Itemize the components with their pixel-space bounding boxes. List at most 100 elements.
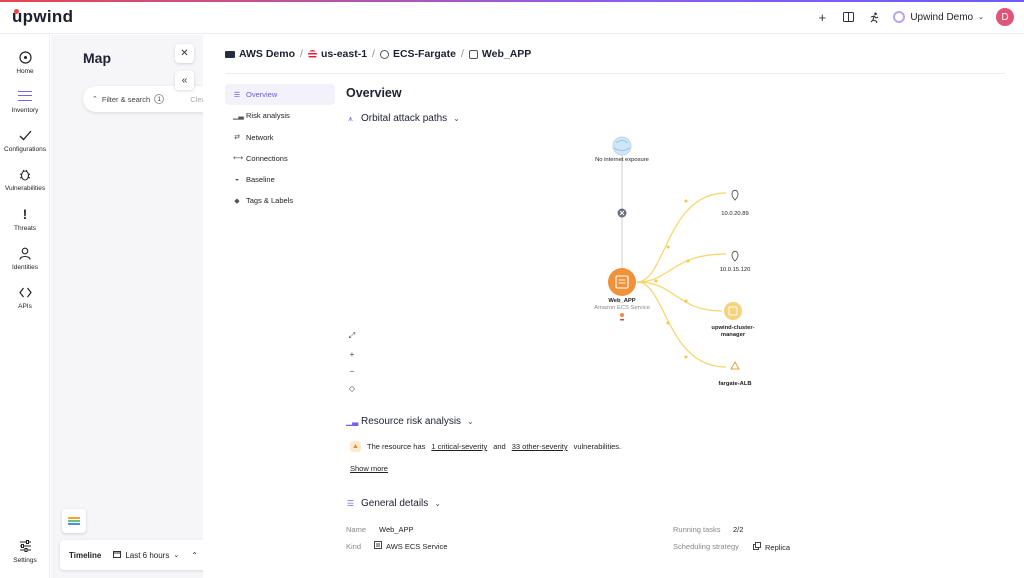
service-icon xyxy=(374,541,382,551)
nav-vulnerabilities-label: Vulnerabilities xyxy=(4,185,46,192)
risk-summary: ▲ The resource has 1 critical-severity a… xyxy=(350,441,621,452)
zoom-out-button[interactable]: − xyxy=(349,366,355,376)
section-navigation: ☰ Overview ▁▃Risk analysis ⇄Network ⟷Conn… xyxy=(225,84,335,212)
org-name: Upwind Demo xyxy=(910,11,974,23)
filter-clear-link[interactable]: Clea xyxy=(190,94,206,104)
general-details-title: General details xyxy=(361,498,429,509)
recenter-icon[interactable]: ◇ xyxy=(348,383,356,393)
book-icon[interactable] xyxy=(841,10,855,24)
subnav-baseline[interactable]: ◒Baseline xyxy=(225,169,335,190)
general-details-toggle[interactable]: ☰ General details ⌄ xyxy=(346,498,441,509)
nav-configurations[interactable]: Configurations xyxy=(0,126,50,153)
list-icon: ☰ xyxy=(233,91,241,99)
map-title: Map xyxy=(83,50,111,66)
list-icon: ☰ xyxy=(346,499,355,508)
other-vulns-link[interactable]: 33 other-severity xyxy=(511,442,568,451)
detail-name-label: Name xyxy=(346,525,367,534)
subnav-network[interactable]: ⇄Network xyxy=(225,127,335,148)
double-chevron-left-icon: « xyxy=(181,75,188,86)
service-icon xyxy=(468,49,478,59)
close-drawer-button[interactable]: ✕ xyxy=(175,44,194,63)
plus-icon[interactable]: + xyxy=(818,9,827,25)
detail-strategy-label: Scheduling strategy xyxy=(673,542,739,551)
logo-dot xyxy=(14,9,19,14)
detail-strategy-text: Replica xyxy=(765,542,791,552)
node-label-cluster-manager-2[interactable]: manager xyxy=(720,332,746,338)
signal-bars-icon: ▁▃ xyxy=(233,112,244,120)
detail-name-text: Web_APP xyxy=(379,525,414,534)
nav-identities[interactable]: Identities xyxy=(0,244,50,271)
filter-search-button[interactable]: ⌃ Filter & search 1 Clea xyxy=(83,86,223,112)
breadcrumb-resource: Web_APP xyxy=(481,48,532,60)
breadcrumb-region[interactable]: us-east-1 xyxy=(320,48,368,60)
runner-icon[interactable] xyxy=(867,10,881,24)
timeline-range-select[interactable]: Last 6 hours ⌄ xyxy=(113,550,179,560)
app-logo[interactable]: upwind xyxy=(12,7,73,27)
breadcrumb-cluster[interactable]: ECS-Fargate xyxy=(392,48,456,60)
subnav-tags-labels[interactable]: ◆Tags & Labels xyxy=(225,190,335,211)
nav-apis-label: APIs xyxy=(18,303,32,310)
layers-button[interactable] xyxy=(62,509,86,533)
nav-inventory[interactable]: Inventory xyxy=(0,87,50,114)
fit-view-icon[interactable]: ⤢ xyxy=(348,331,356,340)
nav-identities-label: Identities xyxy=(11,264,39,271)
user-icon xyxy=(0,244,50,262)
detail-kind-value: AWS ECS Service xyxy=(374,541,447,551)
show-more-link[interactable]: Show more xyxy=(350,464,388,473)
nav-apis[interactable]: APIs xyxy=(0,283,50,310)
graph-canvas xyxy=(608,136,742,370)
risk-and: and xyxy=(493,442,506,451)
node-label-cluster-manager[interactable]: upwind-cluster- xyxy=(711,325,755,331)
nav-settings[interactable]: Settings xyxy=(0,537,50,564)
baseline-icon: ◒ xyxy=(234,176,240,184)
location-pin-icon-2 xyxy=(731,250,739,262)
risk-prefix: The resource has xyxy=(367,442,426,451)
nav-home[interactable]: Home xyxy=(0,48,50,75)
critical-vulns-link[interactable]: 1 critical-severity xyxy=(431,442,488,451)
zoom-in-button[interactable]: + xyxy=(349,349,355,359)
nav-vulnerabilities[interactable]: Vulnerabilities xyxy=(0,165,50,192)
org-icon xyxy=(893,11,906,23)
user-avatar[interactable]: D xyxy=(996,8,1014,26)
cluster-manager-node-icon xyxy=(724,302,742,320)
attack-edge-3 xyxy=(636,281,723,312)
attack-paths-section-toggle[interactable]: ⩚ Orbital attack paths ⌄ xyxy=(346,113,460,124)
chevron-up-icon: ⌃ xyxy=(92,96,98,103)
replica-icon xyxy=(753,542,761,552)
nav-configurations-label: Configurations xyxy=(4,146,46,153)
subnav-risk-label: Risk analysis xyxy=(246,111,290,121)
breadcrumb-separator: / xyxy=(372,48,375,60)
location-pin-icon-1 xyxy=(731,189,739,201)
attack-path-icon: ⩚ xyxy=(348,113,353,123)
subnav-overview[interactable]: ☰ Overview xyxy=(225,84,335,105)
timeline-bar: Timeline Last 6 hours ⌄ ⌃ xyxy=(60,540,220,570)
risk-suffix: vulnerabilities. xyxy=(573,442,622,451)
breadcrumb-account[interactable]: AWS Demo xyxy=(239,48,296,60)
nav-threats[interactable]: ! Threats xyxy=(0,205,50,232)
filter-label: Filter & search xyxy=(101,94,151,104)
double-chevron-up-icon[interactable]: ⌃ xyxy=(191,550,198,560)
globe-icon xyxy=(612,136,632,156)
overview-heading: Overview xyxy=(346,86,402,100)
subnav-risk-analysis[interactable]: ▁▃Risk analysis xyxy=(225,105,335,126)
node-label-web-app[interactable]: Web_APP xyxy=(608,298,636,304)
overview-content: Overview ⩚ Orbital attack paths ⌄ xyxy=(346,35,1006,578)
bug-icon xyxy=(0,165,50,183)
attack-edge-1 xyxy=(636,192,727,283)
us-flag-icon xyxy=(307,49,317,59)
map-panel: Map ⌃ Filter & search 1 Clea ✕ « Timelin… xyxy=(51,35,223,578)
subnav-connections[interactable]: ⟷Connections xyxy=(225,148,335,169)
node-label-ip-1[interactable]: 10.0.20.89 xyxy=(721,211,749,217)
breadcrumb-separator: / xyxy=(300,48,303,60)
breadcrumb-separator: / xyxy=(460,48,464,60)
top-actions: + Upwind Demo ⌄ D xyxy=(815,6,1014,28)
node-label-ip-2[interactable]: 10.0.15.120 xyxy=(719,267,751,273)
node-label-fargate-alb[interactable]: fargate-ALB xyxy=(718,381,752,387)
risk-section-toggle[interactable]: ▁▃ Resource risk analysis ⌄ xyxy=(346,416,474,427)
resource-detail-drawer: AWS Demo / us-east-1 / ECS-Fargate / Web… xyxy=(203,35,1024,578)
risk-title: Resource risk analysis xyxy=(361,416,462,427)
collapse-drawer-button[interactable]: « xyxy=(175,71,194,90)
web-app-node-icon xyxy=(608,268,636,296)
org-switcher[interactable]: Upwind Demo ⌄ xyxy=(893,11,984,23)
subnav-overview-label: Overview xyxy=(246,90,278,99)
